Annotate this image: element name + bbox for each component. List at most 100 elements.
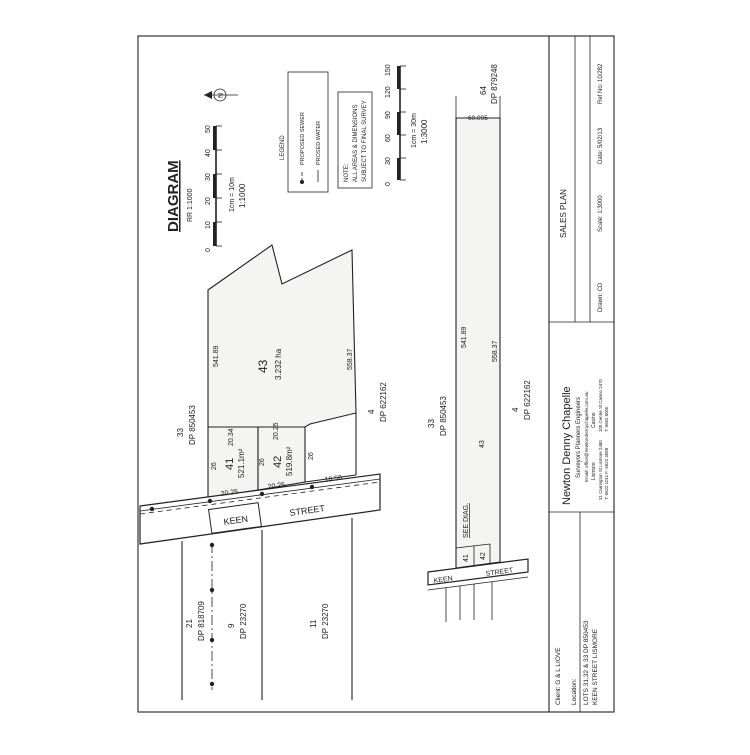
north-symbol: N [218,93,225,98]
scale-3000-tick-0: 0 [385,182,392,186]
dim-20-34: 20.34 [228,428,235,446]
sewer-node [209,681,215,687]
legend-box [287,71,329,193]
lot-4-number: 4 [367,409,376,414]
lot-11-dp: DP 23270 [321,603,330,639]
note-line-3: SUBJECT TO FINAL SURVEY [362,100,368,182]
scale-3000-tick-120: 120 [385,86,392,98]
diagram-rr: RR 1:1000 [187,188,194,222]
sewer-node [207,498,213,504]
overview-lot-4-dp: DP 622162 [523,380,532,420]
note-line-1: NOTE: [344,163,350,182]
scale-1000-tick-30: 30 [205,173,212,181]
plan-date: Date: 5/02/13 [598,127,604,164]
dim-26-mid: 26 [259,458,266,466]
scale-3000-label: 1cm = 30m [411,113,418,148]
lot-41-area: 521.1m² [237,448,246,478]
office-casino: Casino [591,412,597,428]
north-arrow [204,88,238,102]
lot-9-number: 9 [227,623,236,628]
plan-drawn: Drawn: CD [598,282,604,312]
company-subtitle: Surveyors Planners Engineers [576,397,582,478]
legend-item-sewer: PROPOSED SEWER [300,112,306,165]
title-location-label: Location: [571,678,578,705]
company-email: Email: office@newtondennychapelle.com.au [584,391,589,482]
lot-21-number: 21 [185,619,194,628]
overview-lot-42: 42 [480,552,487,560]
scale-3000-tick-150: 150 [385,64,392,76]
dim-26-left: 26 [211,462,218,470]
overview-lot-43: 43 [479,440,486,448]
overview-lot-33-dp: DP 850453 [439,396,448,436]
overview-lot-33: 33 [427,419,436,428]
lot-43-parcel [207,244,357,428]
title-client: Client: G & L LIOVE [555,647,562,705]
diagram-title: DIAGRAM [165,160,182,232]
legend-item-water: PROSED WATER [316,121,322,165]
scale-3000-tick-90: 90 [385,111,392,119]
overview-keen-street-road [427,558,529,586]
sewer-node [209,637,215,643]
overview-site-parcel [455,117,501,569]
legend-title: LEGEND [280,135,286,160]
proposed-water-line [139,478,381,512]
title-location-line-1: LOTS 31,32 & 33 DP 850453 [583,620,590,705]
scale-1000-label: 1cm = 10m [229,177,236,212]
lot-11-number: 11 [309,619,318,628]
street-label-street: STREET [289,503,326,518]
scale-3000-tick-60: 60 [385,134,392,142]
plan-ref: Ref No: 10/282 [598,63,604,104]
scale-1000-tick-0: 0 [205,248,212,252]
lot-43-dim-left: 541.89 [213,345,220,367]
note-line-2: ALL AREAS & DIMENSIONS [353,105,359,182]
overview-see-diag: SEE DIAG. [463,503,470,538]
sheet-border [137,35,615,713]
scale-3000-tick-30: 30 [385,157,392,165]
overview-street-street: STREET [485,567,514,578]
overview-street-keen: KEEN [433,575,453,585]
overview-lot-41: 41 [463,554,470,562]
lot-43-dim-right: 558.37 [347,348,354,370]
lot-33-number: 33 [176,428,185,437]
street-name-box-keen [208,502,262,534]
keen-street-road [139,473,381,545]
sewer-node [309,484,315,490]
office-lismore-address: 31 Carrington St Lismore 2480 [598,440,603,500]
scale-bar-3000 [397,65,406,181]
overview-dim-left: 541.89 [461,326,468,348]
lot-33-dp: DP 850453 [188,405,197,445]
note-box [337,91,373,189]
overview-lot-divider [455,543,491,549]
sewer-node [259,491,265,497]
scale-1000-tick-40: 40 [205,149,212,157]
overview-lot-64: 64 [479,86,488,95]
scale-1000-tick-50: 50 [205,125,212,133]
office-lismore-phone: T: 6622 1011 F: 6622 4088 [604,447,609,500]
office-casino-address: 100 Centre St Casino 2470 [598,378,603,432]
lot-43-number: 43 [256,359,270,373]
lot-9-dp: DP 23270 [239,603,248,639]
title-location-line-2: KEEN STREET LISMORE [592,628,599,705]
scale-1000-ratio: 1:1000 [238,183,247,208]
dim-20-25-lot41: 20.25 [220,489,238,498]
company-name: Newton Denny Chapelle [561,386,573,505]
overview-lot-4: 4 [511,407,520,412]
sewer-node [209,587,215,593]
scale-1000-tick-10: 10 [205,221,212,229]
lot-41-number: 41 [224,458,236,470]
scale-1000-tick-20: 20 [205,197,212,205]
dim-20-25-lot42: 20.25 [267,482,285,491]
plan-title: SALES PLAN [559,189,568,238]
lot-42-number: 42 [272,456,284,468]
street-label-keen: KEEN [223,514,249,527]
sewer-node [209,542,215,548]
overview-dim-right: 558.37 [492,340,499,362]
lot-4-dp: DP 622162 [379,382,388,422]
scale-bar-1000 [213,125,222,247]
sewer-node [149,506,155,512]
overview-lot-64-dp: DP 879248 [490,64,499,104]
road-centre-line [139,481,381,515]
scale-3000-ratio: 1:3000 [420,119,429,144]
